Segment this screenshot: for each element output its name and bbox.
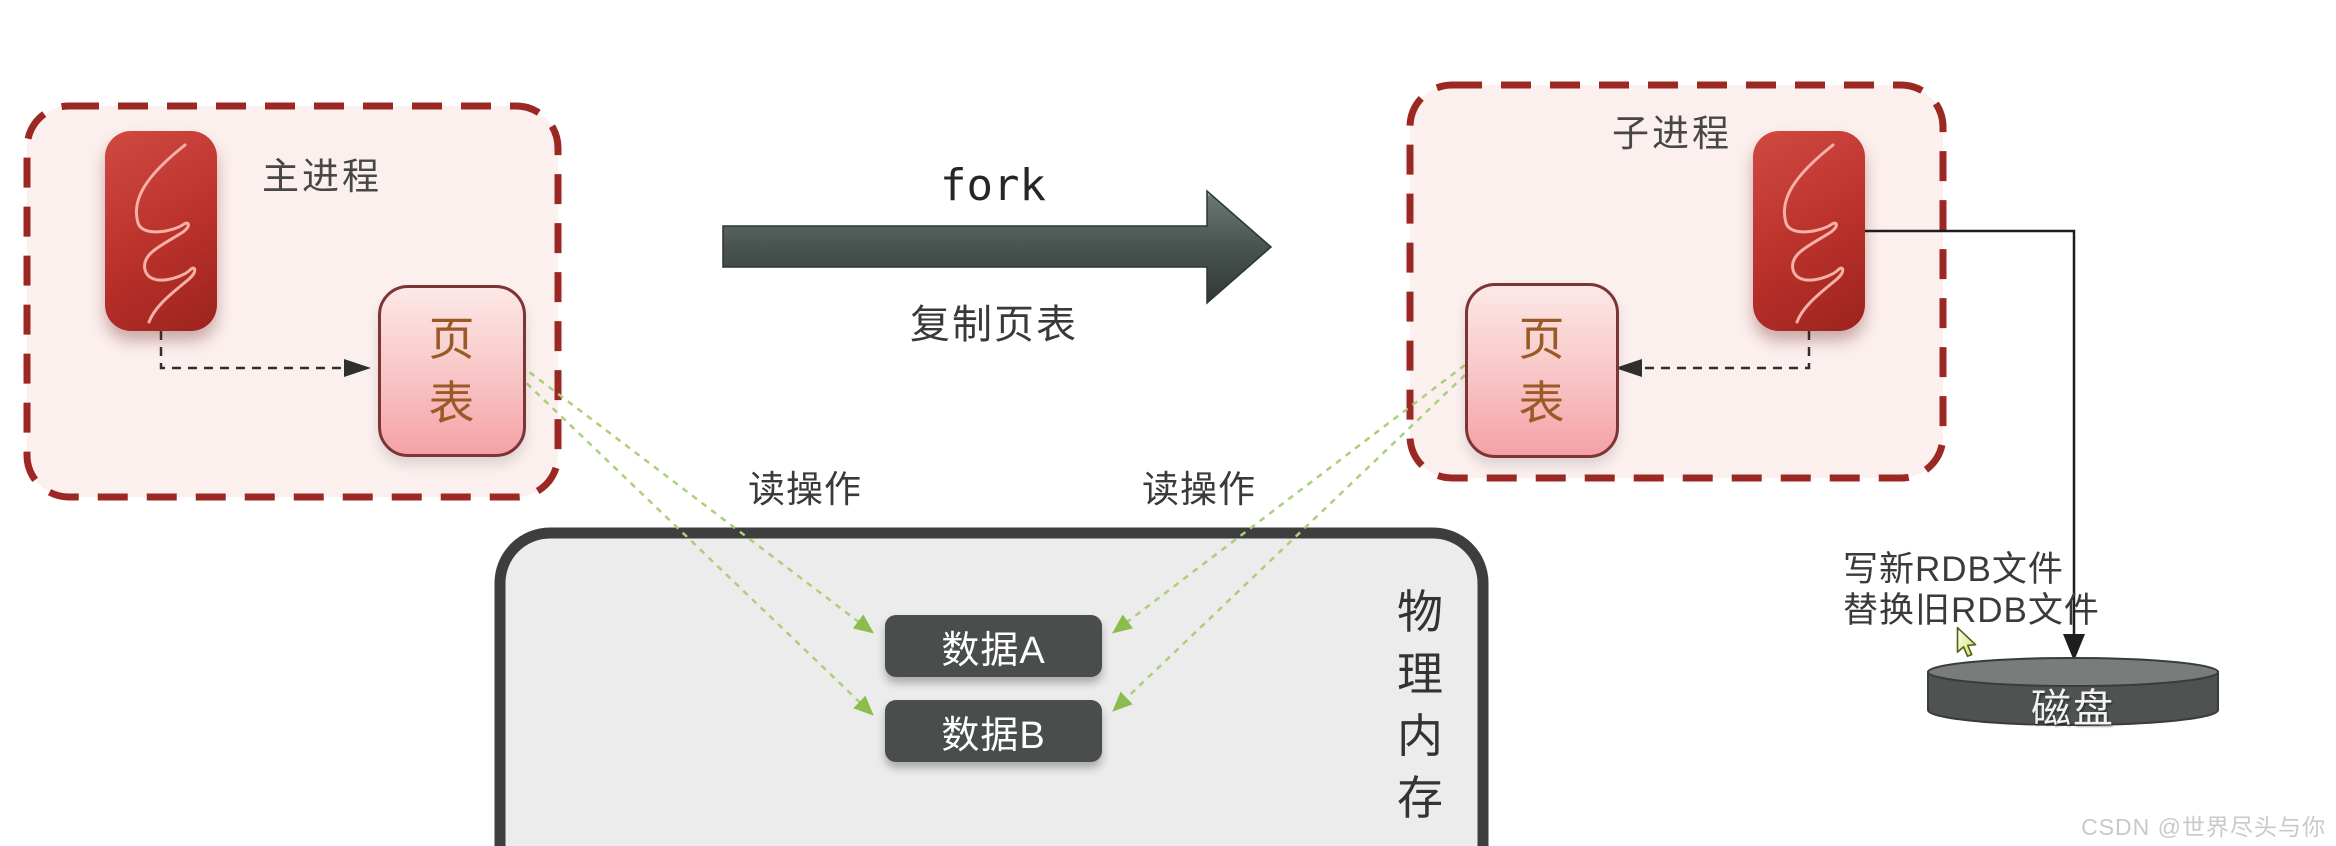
disk-label: 磁盘 — [2031, 687, 2115, 731]
page-table-main-label: 页 表 — [428, 313, 476, 429]
child-pagetable-connector — [1642, 331, 1811, 370]
redis-icon-main-process — [105, 131, 217, 331]
read-op-label-right: 读操作 — [1142, 469, 1256, 510]
mouse-cursor — [1956, 626, 1977, 658]
copy-page-table-label: 复制页表 — [910, 303, 1078, 347]
disk-cylinder-body — [1927, 671, 2219, 726]
read-arrow-child-dataB — [1112, 374, 1466, 712]
fork-label: fork — [940, 160, 1046, 211]
watermark: CSDN @世界尽头与你 — [2081, 814, 2326, 840]
physical-memory-label: 物 理 内 存 — [1397, 586, 1443, 824]
data-block-a: 数据A — [885, 615, 1102, 677]
redis-squiggle — [134, 143, 197, 324]
read-arrow-main-dataB — [517, 374, 874, 716]
main-process-label: 主进程 — [262, 156, 382, 197]
data-block-a-label: 数据A — [941, 629, 1046, 672]
rdb-note: 写新RDB文件 替换旧RDB文件 — [1843, 549, 2100, 631]
data-block-b: 数据B — [885, 700, 1102, 762]
write-rdb-arrowhead — [2063, 634, 2085, 661]
page-table-child-label: 页 表 — [1518, 312, 1566, 429]
read-arrow-main-dataA — [519, 364, 874, 634]
main-pagetable-connector — [159, 331, 344, 370]
data-block-b-label: 数据B — [941, 714, 1046, 757]
disk-cylinder-top — [1927, 657, 2219, 687]
rdb-note-line2: 替换旧RDB文件 — [1843, 591, 2100, 630]
page-table-main: 页 表 — [378, 285, 526, 457]
redis-icon-child-process — [1753, 131, 1865, 331]
child-process-label: 子进程 — [1612, 113, 1732, 154]
rdb-note-line1: 写新RDB文件 — [1843, 550, 2064, 589]
physical-memory-box — [494, 527, 1489, 846]
page-table-child: 页 表 — [1465, 283, 1619, 458]
read-op-label-left: 读操作 — [748, 469, 862, 510]
redis-squiggle — [1782, 143, 1845, 324]
child-pagetable-arrowhead — [1615, 359, 1642, 377]
fork-arrow — [722, 189, 1273, 305]
read-arrow-child-dataA — [1112, 364, 1466, 634]
write-rdb-connector — [1865, 229, 2076, 636]
main-pagetable-arrowhead — [344, 359, 371, 377]
